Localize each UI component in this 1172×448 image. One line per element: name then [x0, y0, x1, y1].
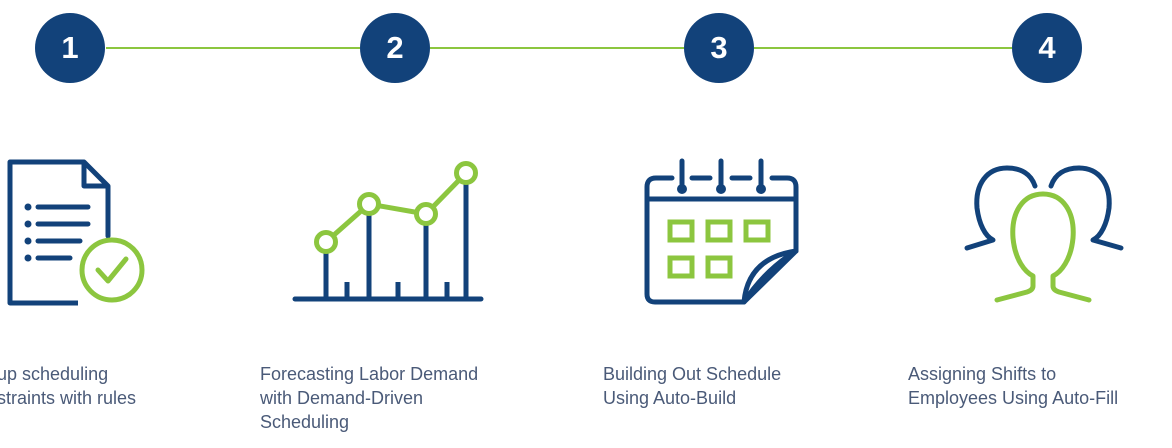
caption-line: Using Auto-Build	[603, 388, 737, 408]
checklist-document-icon	[0, 158, 150, 308]
caption-line: straints with rules	[0, 388, 137, 408]
step-number-2: 2	[360, 13, 430, 83]
step-1-caption: up scheduling straints with rules	[0, 362, 136, 410]
step-2-caption: Forecasting Labor Demand with Demand-Dri…	[260, 362, 478, 434]
caption-line: Building Out Schedule	[603, 364, 782, 384]
caption-line: up scheduling	[0, 364, 109, 384]
caption-line: Forecasting Labor Demand	[260, 364, 479, 384]
caption-line: Assigning Shifts to	[908, 364, 1057, 384]
people-group-icon	[963, 160, 1133, 310]
connector-line-2-3	[430, 47, 684, 49]
caption-line: Scheduling	[260, 412, 350, 432]
calendar-icon	[644, 158, 804, 308]
connector-line-3-4	[754, 47, 1012, 49]
caption-line: Employees Using Auto-Fill	[908, 388, 1119, 408]
step-4-caption: Assigning Shifts to Employees Using Auto…	[908, 362, 1118, 410]
line-bar-chart-icon	[292, 160, 485, 305]
caption-line: with Demand-Driven	[260, 388, 424, 408]
step-number-3: 3	[684, 13, 754, 83]
step-3-caption: Building Out Schedule Using Auto-Build	[603, 362, 781, 410]
step-number-1: 1	[35, 13, 105, 83]
step-number-4: 4	[1012, 13, 1082, 83]
connector-line-1-2	[106, 47, 360, 49]
